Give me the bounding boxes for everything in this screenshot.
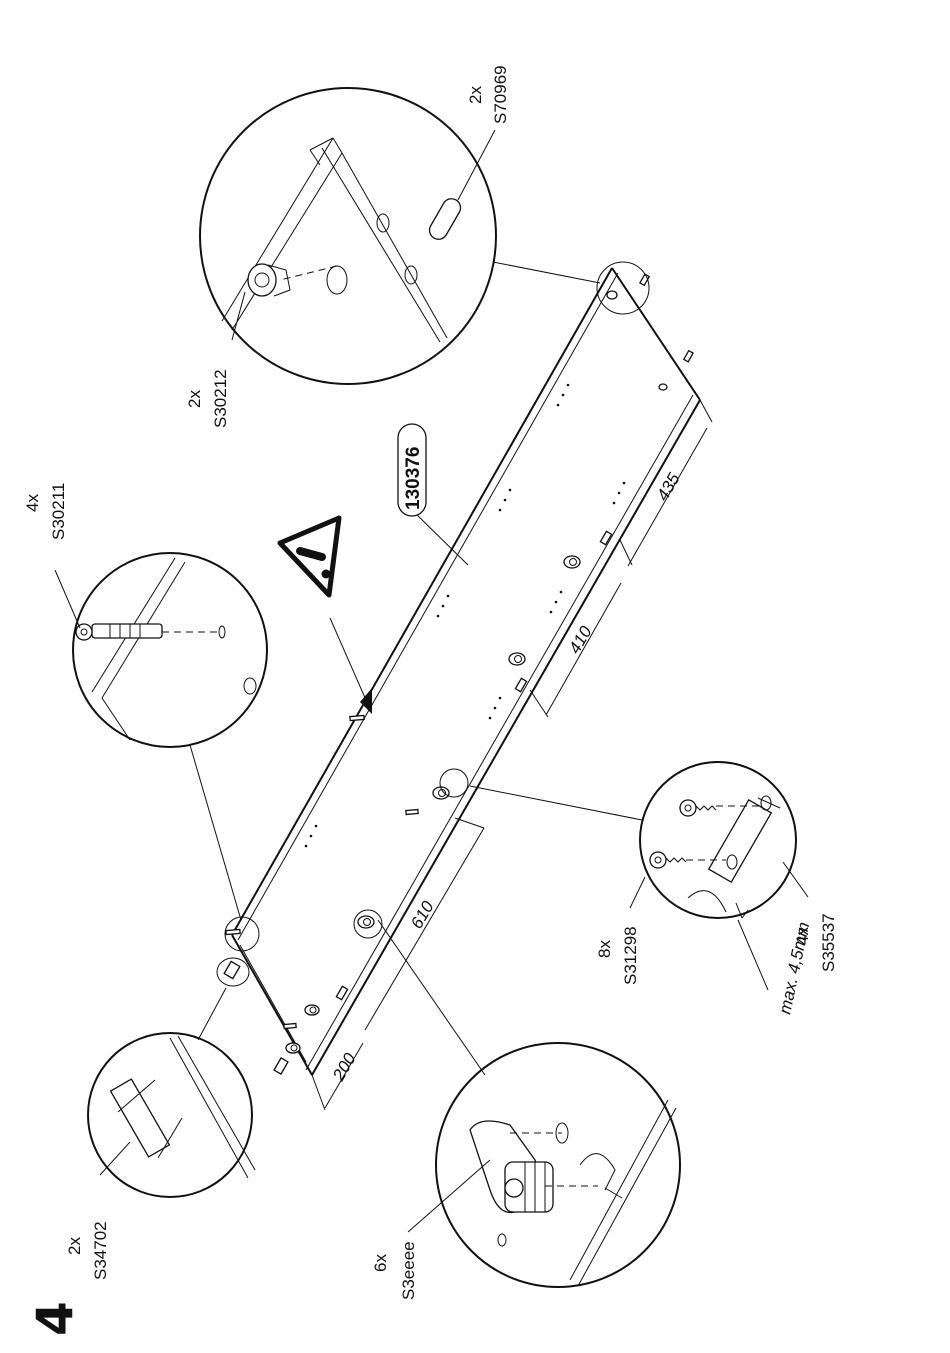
- s30211-code: S30211: [49, 483, 68, 540]
- exclamation-triangle-icon: [280, 518, 372, 714]
- s3eeee-code: S3eeee: [399, 1241, 418, 1300]
- part-number: 130376: [403, 447, 424, 510]
- detail-circle-s31298: 8x S31298 4x S35537 max. 4,5mm: [440, 762, 838, 1016]
- detail-circle-s30211: 4x S30211: [23, 483, 267, 951]
- step-number: 4: [26, 1301, 84, 1336]
- s3eeee-qty: 6x: [371, 1254, 390, 1272]
- part-number-badge: 130376: [398, 424, 468, 565]
- s30212-code: S30212: [211, 369, 230, 428]
- s34702-code: S34702: [91, 1221, 110, 1280]
- max-note: max. 4,5mm: [775, 920, 813, 1015]
- s70969-qty: 2x: [466, 86, 485, 104]
- dimension-lines: 435 410 610 200: [312, 400, 712, 1110]
- s30212-qty: 2x: [185, 390, 204, 408]
- s31298-code: S31298: [621, 926, 640, 985]
- s35537-code: S35537: [819, 913, 838, 972]
- detail-circle-s34702: 2x S34702: [65, 958, 255, 1280]
- detail-circle-top: 2x S70969 2x S30212: [185, 65, 649, 428]
- s30211-qty: 4x: [23, 494, 42, 512]
- s31298-qty: 8x: [595, 940, 614, 958]
- dim-200: 200: [329, 1049, 360, 1084]
- s34702-qty: 2x: [65, 1237, 84, 1255]
- s70969-code: S70969: [491, 65, 510, 124]
